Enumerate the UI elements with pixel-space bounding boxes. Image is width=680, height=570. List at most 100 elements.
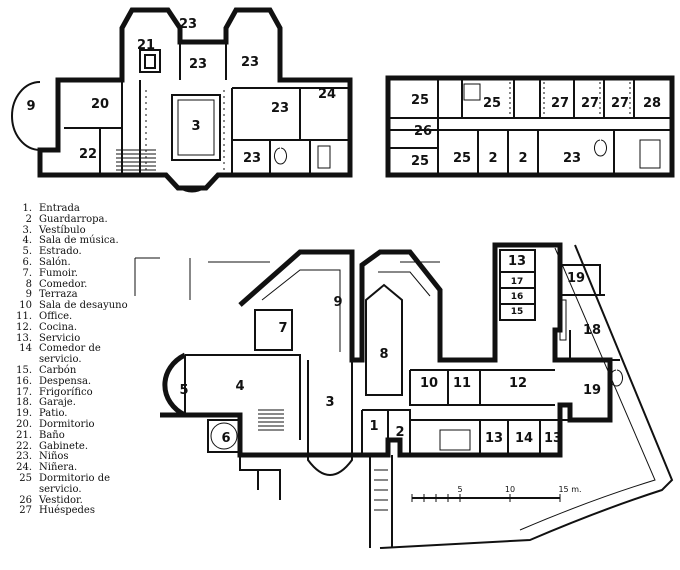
legend-text: Cocina. bbox=[39, 321, 78, 333]
legend-item: 26 Vestidor. bbox=[6, 494, 132, 507]
room-label: 2 bbox=[395, 425, 404, 440]
legend-item: 13. Servicio bbox=[6, 332, 132, 345]
room-label: 2 bbox=[518, 151, 527, 166]
legend-text: Vestíbulo bbox=[39, 224, 86, 236]
room-label: 25 bbox=[411, 154, 429, 169]
legend-number: 16. bbox=[16, 375, 32, 387]
room-label: 27 bbox=[611, 96, 629, 111]
legend-number: 10 bbox=[19, 300, 32, 312]
legend-number: 23. bbox=[16, 451, 32, 463]
legend-text: Estrado. bbox=[39, 246, 82, 258]
room-label: 12 bbox=[509, 376, 527, 391]
legend-number: 25 bbox=[19, 472, 32, 484]
plan-second-floor-labels: 25 25 27 27 27 28 26 25 25 2 2 23 bbox=[411, 93, 661, 169]
legend-item: 12. Cocina. bbox=[6, 321, 132, 334]
legend-number: 2 bbox=[25, 213, 32, 225]
legend-text: Salón. bbox=[39, 256, 71, 268]
room-label: 13 bbox=[485, 431, 503, 446]
legend-item: 17. Frigorífico bbox=[6, 386, 132, 399]
room-label: 28 bbox=[643, 96, 661, 111]
legend-item: 7.Fumoir. bbox=[6, 267, 132, 280]
legend-number: 17. bbox=[16, 386, 32, 398]
legend-text: Sala de desayuno bbox=[39, 300, 128, 312]
legend-item: 16. Despensa. bbox=[6, 375, 132, 388]
legend-text: Office. bbox=[39, 310, 73, 322]
room-label: 22 bbox=[79, 147, 97, 162]
legend-number: 18. bbox=[16, 397, 32, 409]
room-label: 1 bbox=[369, 419, 378, 434]
legend-item: 24. Niñera. bbox=[6, 462, 132, 474]
room-label: 21 bbox=[137, 38, 155, 53]
legend-item: 18. Garaje. bbox=[6, 398, 132, 409]
legend-number: 26 bbox=[19, 494, 32, 506]
room-label: 13 bbox=[508, 254, 526, 269]
room-label: 11 bbox=[453, 376, 471, 391]
legend-number: 19. bbox=[16, 408, 32, 420]
room-label: 17 bbox=[511, 277, 524, 287]
room-label: 14 bbox=[515, 431, 533, 446]
legend-number: 12. bbox=[16, 321, 32, 333]
legend-item: 1.Entrada bbox=[6, 203, 132, 215]
legend-text: Comedor de servicio. bbox=[39, 343, 101, 366]
room-label: 5 bbox=[179, 383, 188, 398]
room-label: 16 bbox=[511, 292, 524, 302]
legend-item: 3.Vestíbulo bbox=[6, 224, 132, 237]
room-label: 23 bbox=[243, 151, 261, 166]
room-label: 19 bbox=[583, 383, 601, 398]
legend-text: Frigorífico bbox=[39, 386, 93, 398]
room-label: 2 bbox=[488, 151, 497, 166]
room-label: 4 bbox=[235, 379, 244, 394]
room-label: 7 bbox=[278, 321, 287, 336]
legend-text: Gabinete. bbox=[39, 440, 89, 452]
legend-text: Guardarropa. bbox=[39, 213, 108, 225]
legend-number: 27 bbox=[19, 505, 32, 517]
room-label: 18 bbox=[583, 323, 601, 338]
room-label: 27 bbox=[581, 96, 599, 111]
legend-item: 11. Office. bbox=[6, 310, 132, 323]
legend-text: Huéspedes bbox=[39, 505, 95, 517]
room-label: 9 bbox=[333, 295, 342, 310]
legend-item: 5.Estrado. bbox=[6, 246, 132, 258]
legend-number: 13. bbox=[16, 332, 32, 344]
legend-text: Fumoir. bbox=[39, 267, 78, 279]
legend-number: 20. bbox=[16, 418, 32, 430]
legend-text: Servicio bbox=[39, 332, 81, 344]
legend-item: 2 Guardarropa. bbox=[6, 213, 132, 226]
legend-text: Niñera. bbox=[39, 462, 78, 474]
legend-item: 19.Patio. bbox=[6, 408, 132, 420]
scale-tick: 5 bbox=[457, 485, 462, 494]
legend-text: Niños bbox=[39, 451, 69, 463]
legend-item: 14 Comedor de servicio. bbox=[6, 344, 132, 366]
legend-item: 22.Gabinete. bbox=[6, 440, 132, 453]
room-label: 20 bbox=[91, 97, 109, 112]
legend-number: 1. bbox=[22, 203, 32, 214]
scale-tick: 15 m. bbox=[558, 485, 581, 494]
legend-number: 8 bbox=[25, 278, 32, 290]
room-label: 15 bbox=[511, 307, 524, 317]
legend-text: Garaje. bbox=[39, 397, 76, 409]
legend-number: 24. bbox=[16, 462, 32, 474]
legend-number: 11. bbox=[16, 310, 32, 322]
room-label: 23 bbox=[189, 57, 207, 72]
plan-second-floor bbox=[385, 75, 675, 178]
legend-item: 15.Carbón bbox=[6, 365, 132, 377]
legend-text: Comedor. bbox=[39, 278, 88, 290]
room-label: 25 bbox=[453, 151, 471, 166]
room-label: 13 bbox=[544, 431, 562, 446]
legend-text: Vestidor. bbox=[39, 494, 83, 506]
legend-text: Despensa. bbox=[39, 375, 92, 387]
room-label: 19 bbox=[567, 271, 585, 286]
room-label: 23 bbox=[179, 17, 197, 32]
legend-item: 27 Huéspedes bbox=[6, 506, 132, 517]
plan-ground-floor bbox=[134, 242, 674, 549]
legend-item: 21.Baño bbox=[6, 429, 132, 442]
legend-number: 21. bbox=[16, 429, 32, 441]
legend-text: Dormitorio de servicio. bbox=[39, 472, 111, 495]
room-label: 23 bbox=[563, 151, 581, 166]
room-label: 6 bbox=[221, 431, 230, 446]
room-label: 27 bbox=[551, 96, 569, 111]
legend-item: 20.Dormitorio bbox=[6, 418, 132, 431]
legend-number: 14 bbox=[19, 343, 32, 355]
